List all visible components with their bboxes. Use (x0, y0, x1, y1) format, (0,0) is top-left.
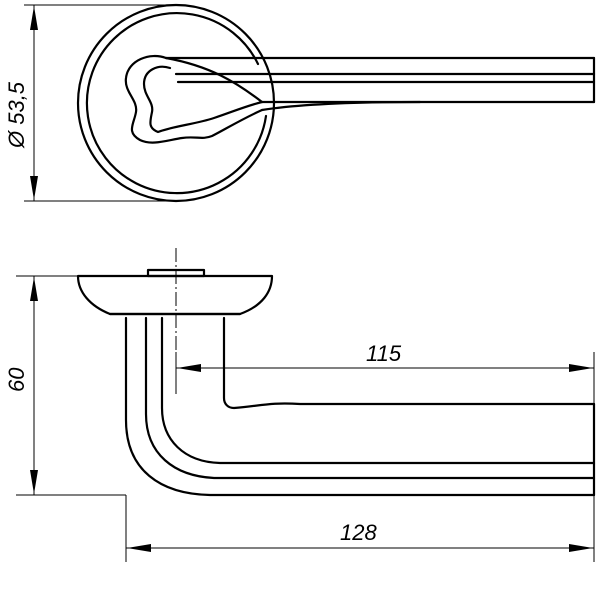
total-length-arrow-right (569, 544, 593, 552)
lever-inner-contour (222, 316, 596, 410)
arrow-head-down (30, 176, 38, 200)
rosette-inner-circle (85, 12, 268, 195)
inner-length-arrow-right (569, 364, 593, 372)
inner-length-label: 115 (366, 341, 402, 366)
side-view (76, 248, 596, 497)
lever-base-profile (124, 54, 264, 144)
inner-length-dimension: 115 (175, 341, 595, 404)
lever-outer-contour (124, 316, 596, 497)
rosette-dome (76, 274, 274, 316)
top-view (76, 3, 596, 203)
inner-length-arrow-left (177, 364, 201, 372)
diameter-label: Ø 53,5 (4, 81, 29, 149)
lever-lower-contour (260, 100, 422, 112)
arrow-head-up (30, 6, 38, 30)
lever-taper-edge (164, 56, 264, 104)
rosette-outer-circle (76, 3, 276, 203)
total-length-arrow-left (127, 544, 151, 552)
rosette-diameter-dimension: Ø 53,5 (4, 4, 176, 202)
height-arrow-down (30, 470, 38, 494)
lever-base-inner-profile (142, 65, 264, 134)
total-length-label: 128 (340, 520, 377, 545)
total-length-dimension: 128 (125, 495, 595, 562)
height-label: 60 (4, 367, 29, 392)
height-dimension: 60 (4, 275, 126, 496)
lever-groove-outer (144, 316, 596, 480)
lever-groove-inner (160, 316, 596, 465)
height-arrow-up (30, 277, 38, 301)
